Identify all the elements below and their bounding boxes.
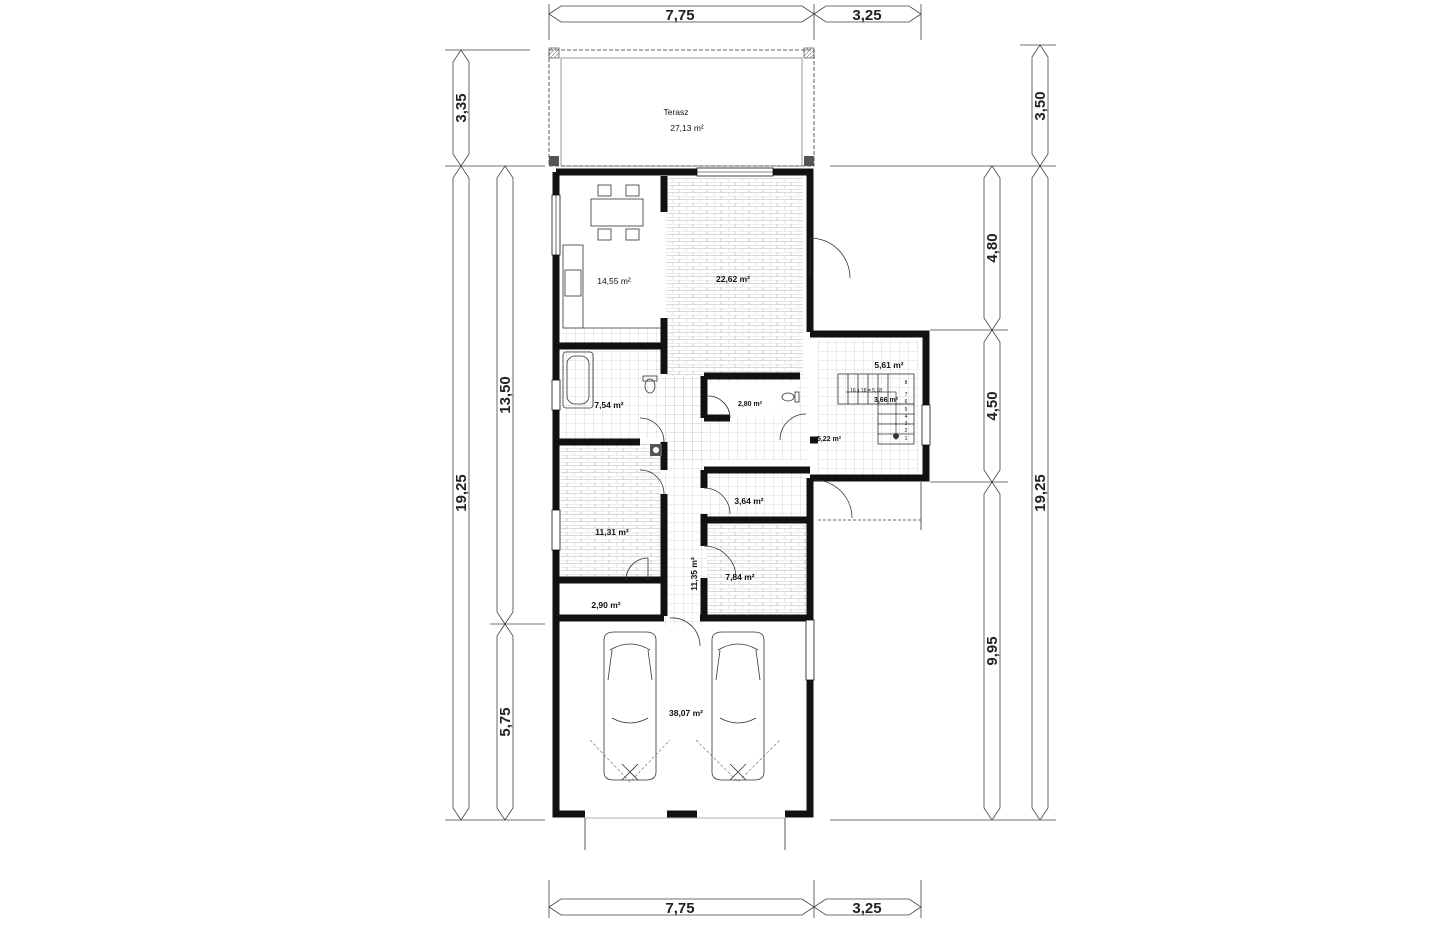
- stair-step-1: 1: [905, 436, 908, 442]
- car-right-icon: [695, 631, 781, 783]
- wc-area: 2,80 m²: [738, 401, 763, 408]
- stair-step-6: 6: [905, 399, 908, 405]
- terrace: [548, 47, 815, 167]
- dim-right-inner-2: 4,50: [984, 391, 1001, 420]
- stair-area: 3,66 m²: [874, 397, 899, 404]
- entry-area: 5,22 m²: [817, 436, 842, 443]
- dim-right-inner-3: 9,95: [984, 636, 1001, 665]
- terrace-label: Terasz: [663, 107, 688, 117]
- dim-right-top: 3,50: [1032, 91, 1049, 120]
- storage-area: 2,90 m²: [591, 600, 620, 610]
- stair-step-7: 7: [905, 392, 908, 398]
- dim-bottom-right: 3,25: [852, 900, 881, 917]
- dim-left-garage: 5,75: [497, 707, 514, 736]
- dim-left-top: 3,35: [453, 93, 470, 122]
- dim-right-total: 19,25: [1032, 474, 1049, 512]
- kitchen-area: 14,55 m²: [597, 276, 631, 286]
- dim-top-right: 3,25: [852, 7, 881, 24]
- bedroom-1-area: 11,31 m²: [595, 527, 629, 537]
- car-left-icon: [589, 631, 671, 783]
- furniture: [562, 184, 800, 456]
- dim-left-main: 13,50: [497, 376, 514, 414]
- stair-step-3: 3: [905, 421, 908, 427]
- bath-area: 7,54 m²: [594, 400, 623, 410]
- pantry-area: 3,64 m²: [734, 496, 763, 506]
- bedroom-2-area: 7,84 m²: [725, 572, 754, 582]
- stair-step-4: 4: [905, 414, 908, 420]
- stair-step-8: 8: [905, 380, 908, 386]
- dim-left-total: 19,25: [453, 474, 470, 512]
- terrace-area: 27,13 m²: [670, 123, 704, 133]
- stair-note: 16 x 18 = 5,18: [850, 388, 882, 394]
- corridor-area: 11,35 m²: [689, 557, 699, 591]
- garage-area: 38,07 m²: [669, 708, 703, 718]
- staircase: 8 7 6 5 4 3 2 1 16 x 18 = 5,18: [837, 373, 915, 445]
- dim-top-left: 7,75: [665, 7, 694, 24]
- stair-step-2: 2: [905, 428, 908, 434]
- windows: [551, 167, 931, 681]
- stair-step-5: 5: [905, 407, 908, 413]
- dim-right-inner-1: 4,80: [984, 233, 1001, 262]
- living-area: 22,62 m²: [716, 274, 750, 284]
- dim-bottom-left: 7,75: [665, 900, 694, 917]
- floor-fills: [561, 178, 918, 626]
- doors: [625, 237, 922, 647]
- hall-right-area: 5,61 m²: [874, 360, 903, 370]
- dimension-lines: [445, 4, 1056, 918]
